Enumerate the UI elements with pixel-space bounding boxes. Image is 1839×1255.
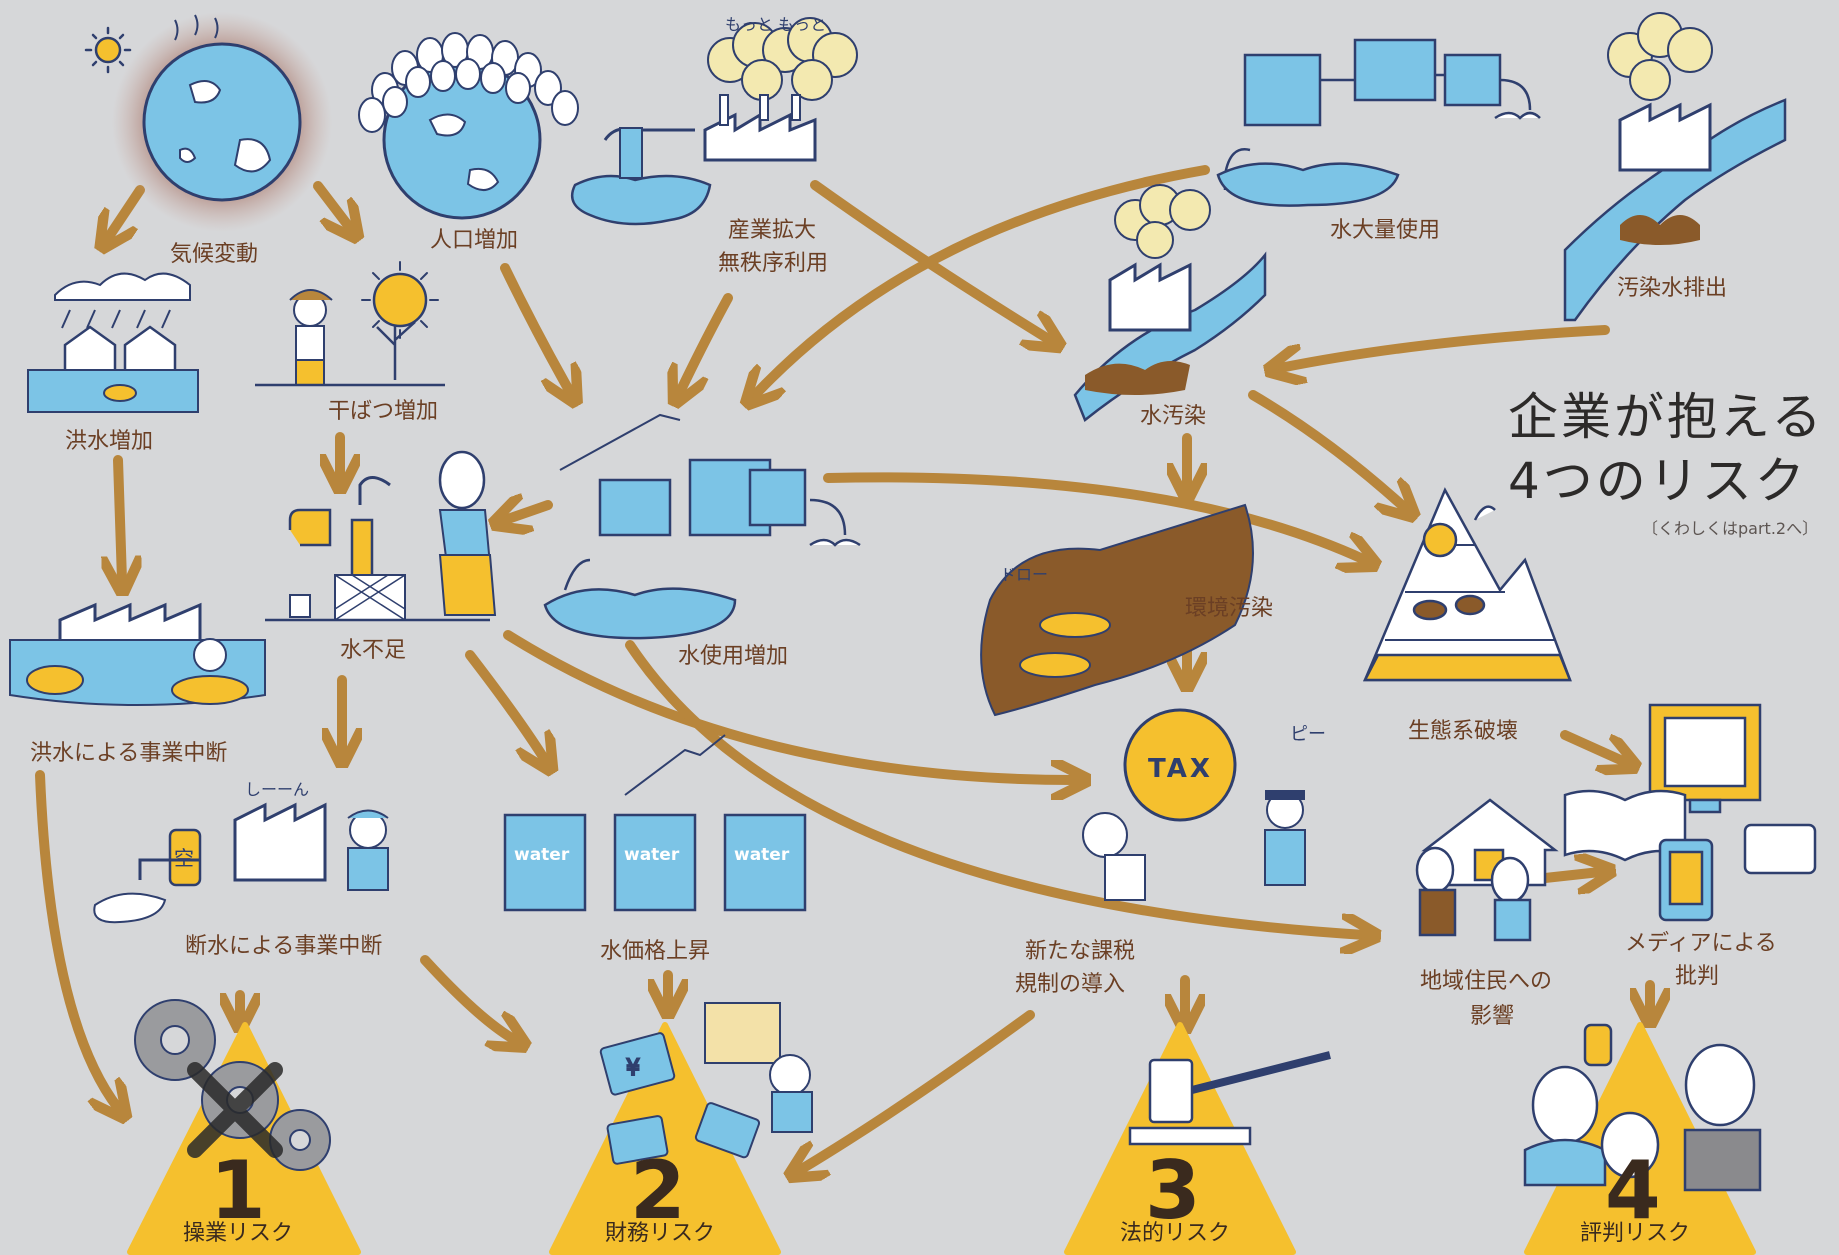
- water-use-pipes-icon: [543, 413, 861, 640]
- community-house-icon: [1415, 798, 1559, 942]
- arrow-use-ecosystem: [823, 472, 1365, 560]
- kara-text: 空: [174, 846, 194, 870]
- polluting-factory-icon: [1563, 12, 1787, 322]
- arrow-use-shortage: [505, 505, 553, 520]
- arrows: [35, 165, 1650, 1170]
- angry-people-icon: [1523, 1023, 1762, 1192]
- arrow-industry-shortage: [680, 293, 733, 392]
- flooded-houses-icon: [27, 272, 199, 413]
- pi-text: ピー: [1290, 724, 1326, 745]
- water-label-3: water: [734, 845, 790, 865]
- title-line-1: 企業が抱える: [1508, 388, 1825, 446]
- risk-3: 3 法的リスク: [1064, 1022, 1331, 1255]
- arrow-cutoff-risk2: [420, 955, 515, 1040]
- media-devices-icon: [1563, 703, 1817, 922]
- arrow-ecosystem-media: [1560, 730, 1625, 762]
- label-flood-stop: 洪水による事業中断: [30, 741, 228, 766]
- arrow-pollution-ecosystem: [1248, 390, 1405, 508]
- tax-ball-icon: TAX ピー: [1082, 708, 1326, 901]
- flying-money-icon: ¥: [599, 1002, 813, 1165]
- label-env-pollution: 環境汚染: [1185, 596, 1274, 621]
- arrow-tax-risk2: [800, 1010, 1035, 1170]
- risk-4: 4 評判リスク: [1523, 1022, 1762, 1255]
- label-water-use-increase: 水使用増加: [678, 644, 789, 669]
- label-water-shortage: 水不足: [340, 638, 407, 663]
- arrow-shortage-community: [625, 640, 1365, 935]
- arrow-floodstop-risk1: [35, 770, 118, 1108]
- risk-1: 1 操業リスク: [127, 999, 361, 1255]
- risk-2: ¥ 2 財務リスク: [549, 1002, 813, 1255]
- label-industry-2: 無秩序利用: [718, 251, 829, 276]
- risk-1-label: 操業リスク: [183, 1221, 293, 1246]
- ecosystem-pyramid-icon: [1362, 487, 1572, 682]
- label-new-tax-1: 新たな課税: [1025, 939, 1136, 964]
- risk-4-number: 4: [1605, 1144, 1661, 1237]
- water-bottles-icon: water water water: [503, 734, 807, 912]
- label-community-1: 地域住民への: [1420, 969, 1553, 994]
- heated-globe-icon: [112, 12, 332, 232]
- motto-text: もっと もっと: [725, 15, 826, 34]
- crowded-globe-icon: [358, 32, 579, 220]
- label-community-2: 影響: [1470, 1004, 1515, 1029]
- arrow-climate-flood: [108, 185, 145, 238]
- title-line-2: 4つのリスク: [1508, 452, 1808, 510]
- water-label-1: water: [514, 845, 570, 865]
- label-climate: 気候変動: [170, 242, 259, 267]
- label-flood-increase: 洪水増加: [65, 429, 154, 454]
- label-cutoff-stop: 断水による事業中断: [185, 934, 383, 959]
- risk-4-label: 評判リスク: [1580, 1221, 1690, 1246]
- arrow-climate-drought: [313, 181, 350, 228]
- arrow-community-media: [1540, 872, 1600, 878]
- arrow-shortage-price: [465, 650, 545, 760]
- label-water-price: 水価格上昇: [600, 939, 711, 964]
- risk-3-label: 法的リスク: [1120, 1221, 1230, 1246]
- water-label-2: water: [624, 845, 680, 865]
- risk-3-number: 3: [1145, 1144, 1201, 1237]
- pipes-tanks-icon: [1216, 38, 1541, 207]
- empty-tank-factory-icon: 空 しーーん: [93, 780, 389, 924]
- tax-text: TAX: [1148, 754, 1213, 784]
- arrow-massuse-shortage: [755, 165, 1210, 395]
- polluted-fish-icon: ドロー: [980, 503, 1254, 717]
- doro-text: ドロー: [1000, 565, 1048, 584]
- page-title: 企業が抱える 4つのリスク: [1508, 385, 1825, 513]
- risk-2-number: 2: [630, 1144, 686, 1237]
- label-water-pollution: 水汚染: [1140, 404, 1207, 429]
- water-pollution-factory-icon: [1073, 184, 1267, 423]
- arrow-flood-floodstop: [118, 455, 122, 580]
- label-polluted-discharge: 汚染水排出: [1617, 276, 1728, 301]
- risk-2-label: 財務リスク: [605, 1221, 715, 1246]
- water-pump-icon: [265, 450, 497, 622]
- factory-smoke-icon: もっと もっと: [570, 15, 858, 226]
- label-media-2: 批判: [1675, 964, 1720, 989]
- label-water-mass-use: 水大量使用: [1330, 218, 1441, 243]
- sun-icon: [84, 26, 132, 74]
- label-drought: 干ばつ増加: [328, 399, 439, 424]
- label-ecosystem: 生態系破壊: [1408, 719, 1519, 744]
- flooded-factory-icon: [9, 602, 266, 706]
- arrow-shortage-tax: [503, 630, 1075, 780]
- drought-icon: [255, 261, 445, 387]
- arrow-population-shortage: [500, 263, 570, 392]
- label-media-1: メディアによる: [1625, 931, 1777, 956]
- yen-1: ¥: [626, 1056, 640, 1081]
- page-subtitle: 〔くわしくはpart.2へ〕: [1642, 519, 1819, 538]
- label-new-tax-2: 規制の導入: [1015, 972, 1126, 997]
- shiin-text: しーーん: [245, 780, 309, 799]
- arrow-discharge-pollution: [1280, 325, 1610, 368]
- gavel-icon: [1128, 1051, 1331, 1146]
- risk-1-number: 1: [210, 1144, 266, 1237]
- label-population: 人口増加: [430, 228, 519, 253]
- label-industry-1: 産業拡大: [728, 218, 817, 243]
